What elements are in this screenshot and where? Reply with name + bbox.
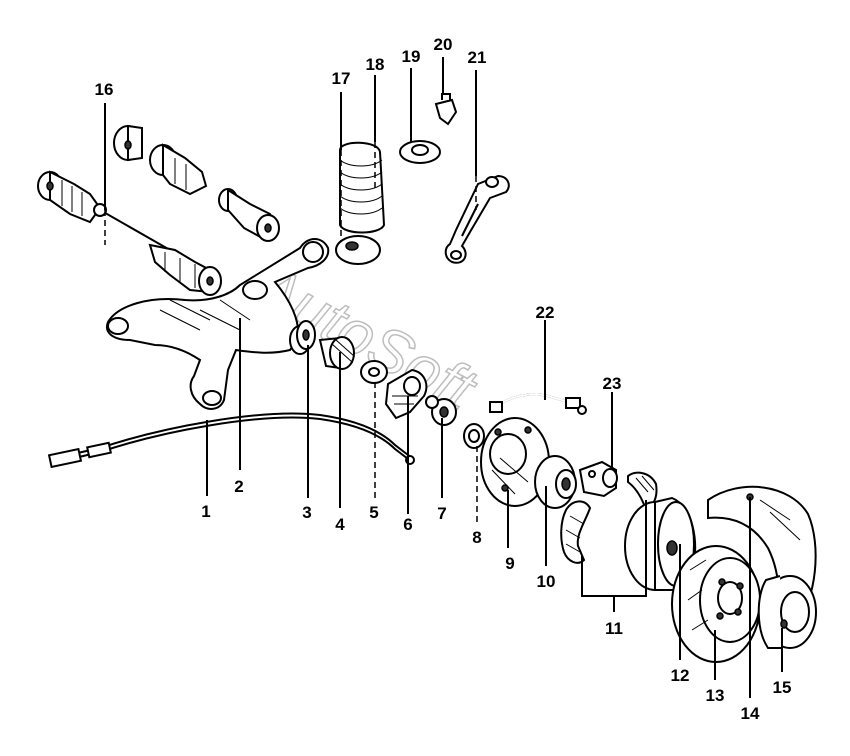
part-17-spring-seat	[335, 235, 381, 265]
callout-15: 15	[773, 678, 792, 697]
callout-17: 17	[332, 69, 351, 88]
callout-23: 23	[603, 374, 622, 393]
callout-18: 18	[366, 55, 385, 74]
callout-1: 1	[201, 502, 210, 521]
part-6-hub-carrier	[384, 368, 428, 420]
callout-11: 11	[605, 619, 623, 638]
part-19-washer	[399, 140, 441, 164]
callout-13: 13	[706, 686, 725, 705]
part-16-bushing-set	[37, 124, 280, 296]
bushing-top	[113, 124, 143, 162]
part-5-bearing	[360, 360, 388, 384]
part-20-nut	[434, 93, 458, 126]
part-13-brake-disc	[671, 545, 761, 663]
callout-8: 8	[472, 528, 481, 547]
part-15-hub-cap	[757, 575, 817, 649]
part-23-wheel-cylinder	[578, 460, 618, 498]
callout-labels: 16 17 18 19 20 21 1 2 3 4 5 6 7 8 9 10 1…	[95, 35, 792, 723]
part-11-brake-shoes	[560, 471, 658, 564]
callout-14: 14	[741, 704, 760, 723]
part-7-bearing	[425, 395, 457, 426]
pivot-bolt	[93, 203, 171, 251]
callout-4: 4	[335, 515, 345, 534]
bushing-mid	[149, 143, 208, 196]
callout-5: 5	[369, 503, 378, 522]
part-2-trailing-arm	[106, 238, 330, 410]
callout-16: 16	[95, 80, 114, 99]
callout-7: 7	[437, 504, 446, 523]
part-18-coil-spring	[339, 141, 386, 234]
part-4-stub-shaft	[318, 336, 355, 370]
callout-22: 22	[536, 303, 555, 322]
callout-2: 2	[234, 477, 243, 496]
leader-lines	[104, 57, 783, 698]
bushing-right	[218, 188, 280, 242]
part-22-brake-hose	[489, 393, 587, 415]
callout-3: 3	[302, 503, 311, 522]
bushing-left-large	[37, 170, 102, 224]
part-8-seal	[463, 423, 485, 449]
part-9-backplate	[480, 417, 550, 507]
callout-19: 19	[402, 47, 421, 66]
part-3-bush	[296, 320, 316, 350]
callout-10: 10	[537, 572, 556, 591]
bushing-lower	[148, 243, 222, 296]
callout-6: 6	[403, 515, 412, 534]
callout-9: 9	[505, 554, 514, 573]
callout-20: 20	[434, 35, 453, 54]
part-21-shock-absorber	[444, 174, 510, 264]
part-10-hub	[534, 455, 577, 509]
callout-21: 21	[468, 48, 487, 67]
callout-12: 12	[671, 666, 690, 685]
part-1-handbrake-cable	[47, 412, 415, 469]
